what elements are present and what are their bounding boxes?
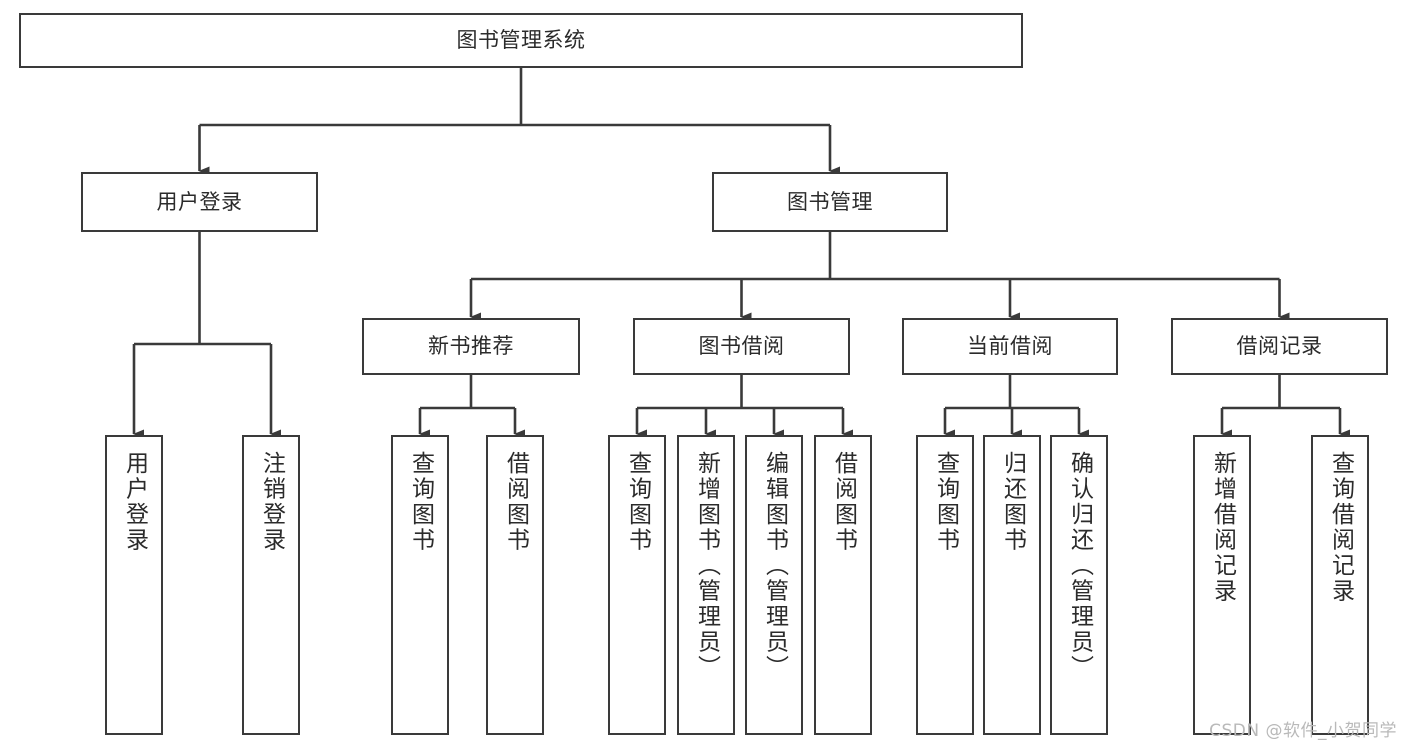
- node-leaf-bb-edit[interactable]: 编辑图书（管理员）: [745, 435, 803, 735]
- node-root[interactable]: 图书管理系统: [19, 13, 1023, 68]
- node-current-borrow[interactable]: 当前借阅: [902, 318, 1118, 375]
- node-leaf-user-login[interactable]: 用户登录: [105, 435, 163, 735]
- node-label-leaf-bb-edit: 编辑图书（管理员）: [761, 451, 788, 681]
- node-label-leaf-user-login: 用户登录: [121, 451, 148, 553]
- node-label-leaf-bb-add: 新增图书（管理员）: [693, 451, 720, 681]
- node-book-borrow[interactable]: 图书借阅: [633, 318, 850, 375]
- node-leaf-cb-confirm[interactable]: 确认归还（管理员）: [1050, 435, 1108, 735]
- node-label-book-manage: 图书管理: [787, 189, 873, 214]
- node-leaf-cb-search[interactable]: 查询图书: [916, 435, 974, 735]
- node-label-leaf-cb-confirm: 确认归还（管理员）: [1066, 451, 1093, 681]
- node-label-root: 图书管理系统: [456, 28, 586, 53]
- node-leaf-bb-add[interactable]: 新增图书（管理员）: [677, 435, 735, 735]
- node-label-user-login: 用户登录: [156, 189, 243, 214]
- node-new-book-rec[interactable]: 新书推荐: [362, 318, 580, 375]
- node-label-leaf-bb-borrow: 借阅图书: [830, 451, 857, 553]
- node-leaf-rec-search[interactable]: 查询图书: [391, 435, 449, 735]
- node-label-leaf-rec-borrow: 借阅图书: [502, 451, 529, 553]
- node-leaf-user-logout[interactable]: 注销登录: [242, 435, 300, 735]
- node-leaf-bb-search[interactable]: 查询图书: [608, 435, 666, 735]
- node-label-leaf-cb-return: 归还图书: [999, 451, 1026, 553]
- node-label-leaf-br-add: 新增借阅记录: [1209, 451, 1236, 604]
- node-label-leaf-rec-search: 查询图书: [407, 451, 434, 553]
- node-label-leaf-br-search: 查询借阅记录: [1327, 451, 1354, 604]
- node-label-leaf-user-logout: 注销登录: [258, 451, 285, 553]
- node-leaf-br-search[interactable]: 查询借阅记录: [1311, 435, 1369, 735]
- node-leaf-rec-borrow[interactable]: 借阅图书: [486, 435, 544, 735]
- node-user-login[interactable]: 用户登录: [81, 172, 318, 232]
- node-leaf-br-add[interactable]: 新增借阅记录: [1193, 435, 1251, 735]
- node-label-current-borrow: 当前借阅: [967, 334, 1053, 359]
- node-label-book-borrow: 图书借阅: [698, 334, 785, 359]
- node-label-leaf-bb-search: 查询图书: [624, 451, 651, 553]
- node-label-leaf-cb-search: 查询图书: [932, 451, 959, 553]
- node-borrow-record[interactable]: 借阅记录: [1171, 318, 1388, 375]
- node-leaf-cb-return[interactable]: 归还图书: [983, 435, 1041, 735]
- node-label-new-book-rec: 新书推荐: [428, 334, 514, 359]
- node-leaf-bb-borrow[interactable]: 借阅图书: [814, 435, 872, 735]
- node-label-borrow-record: 借阅记录: [1236, 334, 1323, 359]
- node-book-manage[interactable]: 图书管理: [712, 172, 948, 232]
